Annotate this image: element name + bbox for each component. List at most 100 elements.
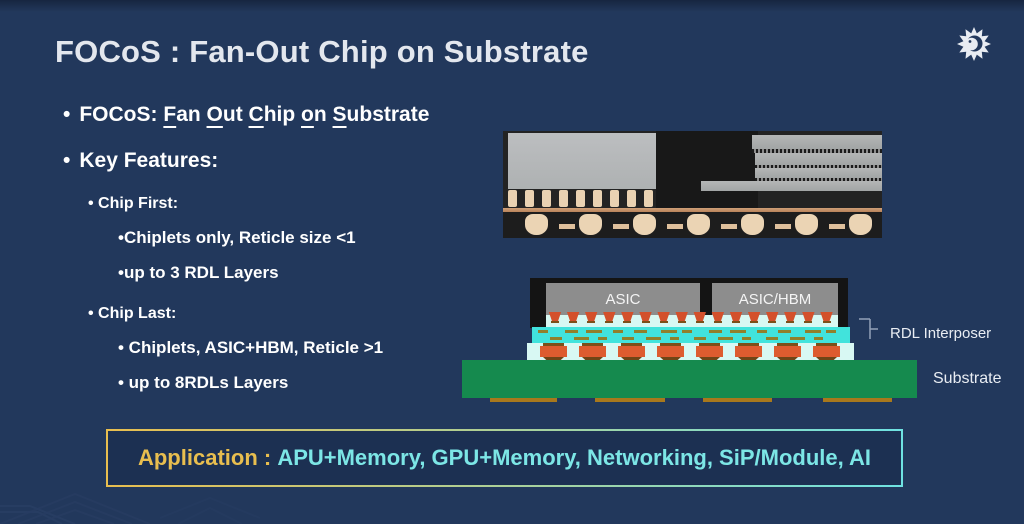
rdl-trace <box>766 337 778 340</box>
cross-section-photo <box>503 131 882 238</box>
c4-bump-foot <box>699 357 720 362</box>
c4-bump-foot <box>543 357 564 362</box>
microbump-pad <box>587 321 596 323</box>
microbump <box>620 312 634 326</box>
microbump-pad <box>677 321 686 323</box>
photo-pad <box>613 224 629 229</box>
photo-solder-bump <box>579 214 602 235</box>
microbump <box>566 312 580 326</box>
microbump-pad <box>713 321 722 323</box>
c4-bump-body <box>618 346 645 357</box>
asic-hbm-die-label: ASIC/HBM <box>738 290 812 308</box>
rdl-trace <box>709 330 722 333</box>
microbump-pad <box>623 321 632 323</box>
microbump-pad <box>786 321 795 323</box>
microbump-pad <box>569 321 578 323</box>
asic-die-label: ASIC <box>605 290 641 308</box>
rdl-interposer-label: RDL Interposer <box>890 325 992 342</box>
photo-pillar <box>542 190 551 207</box>
feature-group-label: • Chip First: <box>88 195 179 213</box>
application-box: Application : APU+Memory, GPU+Memory, Ne… <box>106 429 903 487</box>
microbump-head <box>693 312 706 321</box>
microbump-head <box>747 312 761 321</box>
feature-item: • Chiplets, ASIC+HBM, Reticle >1 <box>118 338 384 358</box>
c4-bump-body <box>579 346 606 357</box>
c4-bump <box>618 343 645 362</box>
photo-pad <box>667 224 683 229</box>
microbump-pad <box>641 321 650 323</box>
c4-bump-foot <box>777 357 798 362</box>
c4-bump-pad-top <box>738 343 759 346</box>
rdl-layer <box>532 327 850 343</box>
microbump <box>820 312 834 326</box>
photo-solder-bump <box>741 214 764 235</box>
definition-text: n <box>313 103 333 126</box>
rdl-trace <box>538 330 548 333</box>
photo-solder-bump <box>849 214 872 235</box>
rdl-trace <box>550 337 562 340</box>
asic-hbm-die: ASIC/HBM <box>712 283 838 315</box>
c4-bump-foot <box>738 357 759 362</box>
photo-stack-bar <box>755 168 882 178</box>
definition-text: ubstrate <box>346 103 430 126</box>
definition-text: FOCoS: <box>79 103 164 126</box>
microbump-pad <box>695 321 704 323</box>
photo-pad <box>829 224 845 229</box>
microbump-head <box>585 312 598 321</box>
photo-rdl-line <box>503 208 882 212</box>
rdl-trace <box>778 330 791 333</box>
rdl-trace <box>598 337 607 340</box>
c4-bump <box>774 343 801 362</box>
substrate-pad <box>703 398 772 402</box>
photo-pillar <box>610 190 619 207</box>
photo-pillar <box>508 190 517 207</box>
microbump-head <box>784 312 797 321</box>
microbump-pad <box>750 321 759 323</box>
photo-bump-row <box>503 212 882 238</box>
microbump-head <box>566 312 580 321</box>
microbump <box>801 312 815 326</box>
top-shade <box>0 0 1024 12</box>
c4-bump-pad-top <box>621 343 642 346</box>
c4-bump <box>579 343 606 362</box>
focos-text: FOCoS: Fan Out Chip on Substrate <box>79 102 429 127</box>
photo-pad <box>775 224 791 229</box>
rdl-trace <box>805 330 821 333</box>
photo-pillar-row <box>505 190 657 207</box>
photo-pillar <box>644 190 653 207</box>
acronym-letter: S <box>332 103 347 126</box>
starburst-logo-icon <box>956 26 992 62</box>
microbump-head <box>711 312 725 321</box>
microbump-pad <box>804 321 813 323</box>
photo-solder-bump <box>687 214 710 235</box>
photo-solder-bump <box>795 214 818 235</box>
rdl-trace <box>661 330 677 333</box>
photo-pillar <box>525 190 534 207</box>
bracket-icon <box>859 318 878 339</box>
rdl-trace <box>565 330 578 333</box>
microbump-head <box>766 312 779 321</box>
c4-bump-body <box>774 346 801 357</box>
microbump-head <box>621 312 634 321</box>
microbump <box>675 312 689 326</box>
microbump <box>548 312 562 326</box>
page-title: FOCoS : Fan-Out Chip on Substrate <box>55 34 589 69</box>
rdl-trace <box>682 330 692 333</box>
rdl-trace <box>730 330 746 333</box>
c4-bump-pad-top <box>777 343 798 346</box>
rdl-trace <box>790 337 805 340</box>
bullet-list: • FOCoS: Fan Out Chip on Substrate • Key… <box>63 102 533 393</box>
circuit-pattern <box>0 492 261 524</box>
rdl-trace <box>814 337 823 340</box>
microbump-pad <box>551 321 559 323</box>
rdl-trace <box>757 330 767 333</box>
c4-bump-foot <box>582 357 603 362</box>
microbump-pad <box>768 321 777 323</box>
photo-microbump-row <box>755 165 882 168</box>
photo-pillar <box>576 190 585 207</box>
c4-bump <box>540 343 567 362</box>
photo-pad <box>721 224 737 229</box>
definition-text: an <box>176 103 207 126</box>
photo-solder-bump <box>633 214 656 235</box>
